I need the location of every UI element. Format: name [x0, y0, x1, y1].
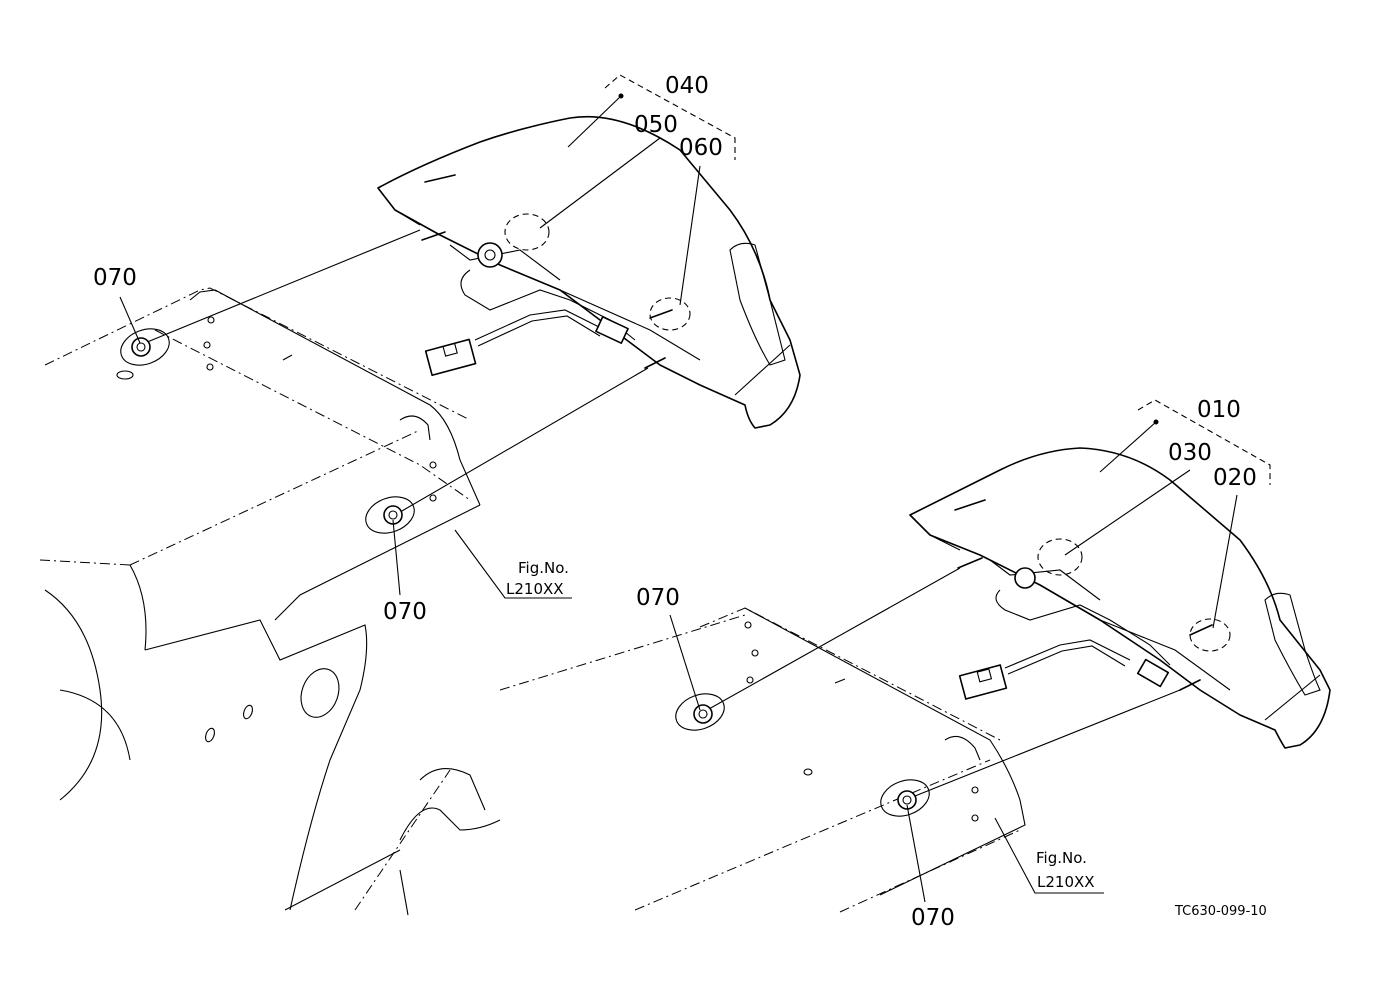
callout-050: 050	[634, 112, 678, 138]
upper-fender-body	[39, 287, 481, 911]
fig-ref-upper-number: L210XX	[506, 580, 564, 598]
callout-070-upper-mid: 070	[383, 599, 427, 625]
nut-lower-left	[675, 693, 725, 731]
fig-ref-upper-label: Fig.No.	[518, 559, 569, 577]
nut-upper-left	[120, 328, 170, 366]
callout-030: 030	[1168, 440, 1212, 466]
lower-lamp-assembly	[699, 447, 1331, 801]
callout-020: 020	[1213, 465, 1257, 491]
lower-fender-body	[284, 607, 1026, 916]
callout-070-upper-left: 070	[93, 265, 137, 291]
fig-ref-lower-label: Fig.No.	[1036, 849, 1087, 867]
nut-lower-right	[880, 779, 930, 817]
upper-lamp-assembly	[139, 115, 801, 516]
leader-lines	[119, 95, 1238, 903]
callout-070-lower-left: 070	[636, 585, 680, 611]
nut-upper-mid	[365, 496, 415, 534]
drawing-code: TC630-099-10	[1174, 904, 1267, 919]
callout-040: 040	[665, 73, 709, 99]
callout-060: 060	[679, 135, 723, 161]
callout-010: 010	[1197, 397, 1241, 423]
fig-ref-lower-number: L210XX	[1037, 873, 1095, 891]
callout-070-lower-right: 070	[911, 905, 955, 931]
